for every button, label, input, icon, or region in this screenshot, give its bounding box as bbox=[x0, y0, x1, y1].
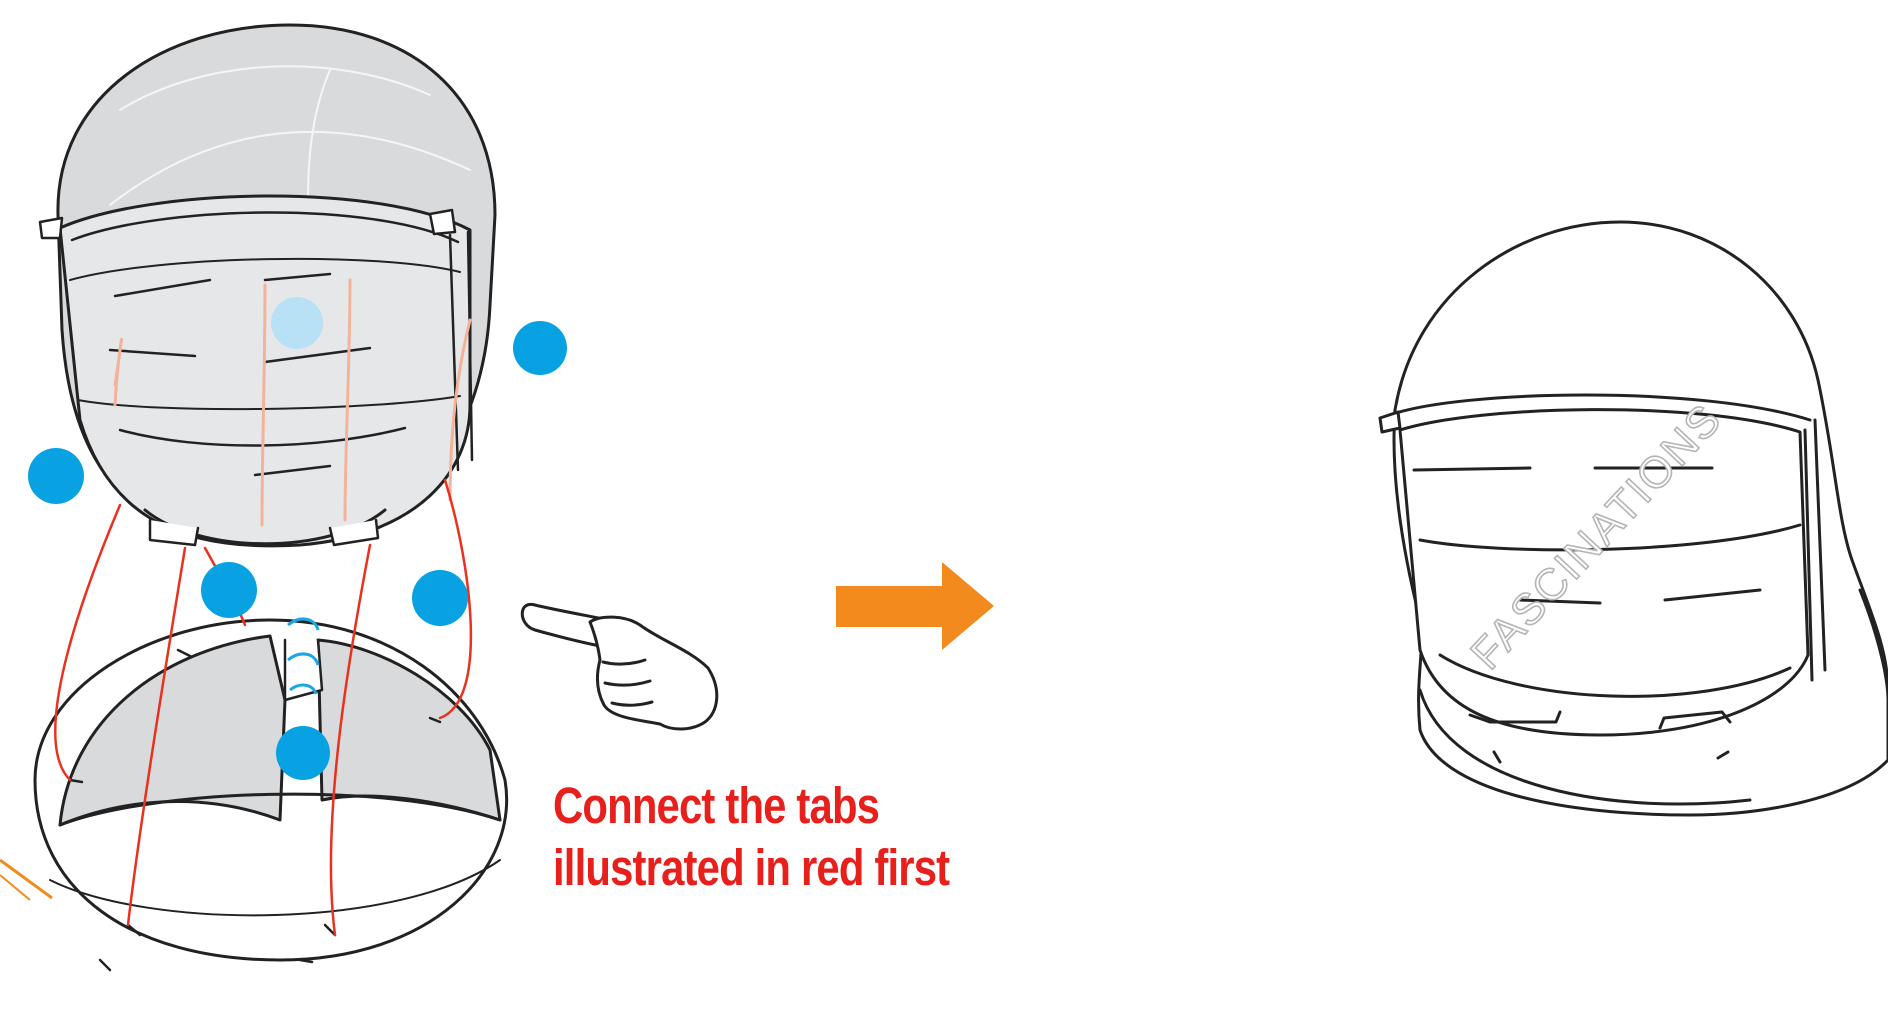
instruction-text: Connect the tabs illustrated in red firs… bbox=[553, 775, 979, 899]
right-arrow-icon bbox=[836, 562, 994, 650]
instruction-line-1: Connect the tabs bbox=[553, 775, 979, 837]
marker-dot bbox=[271, 297, 323, 349]
exploded-helmet bbox=[35, 25, 507, 970]
pointing-hand-icon bbox=[522, 604, 717, 729]
edge-marker bbox=[0, 860, 52, 898]
marker-dot bbox=[276, 726, 330, 780]
instruction-line-2: illustrated in red first bbox=[553, 837, 979, 899]
marker-dot bbox=[412, 570, 468, 626]
marker-dot bbox=[201, 562, 257, 618]
marker-dot bbox=[28, 448, 84, 504]
marker-dot bbox=[513, 321, 567, 375]
